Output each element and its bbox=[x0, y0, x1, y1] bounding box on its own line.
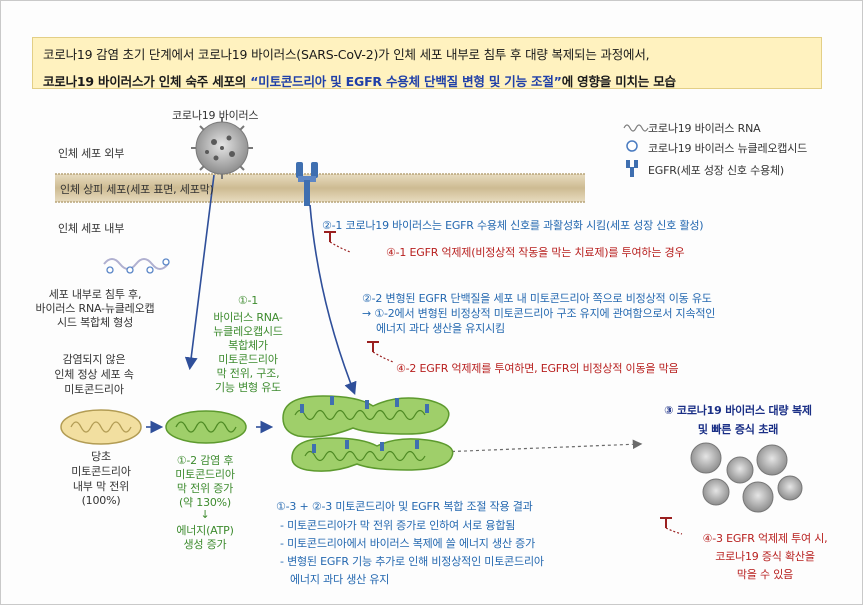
inhibitor-block-icon bbox=[660, 517, 683, 535]
step-2-2-a: ②-2 변형된 EGFR 단백질을 세포 내 미토콘드리아 쪽으로 비정상적 이… bbox=[362, 292, 712, 305]
green-1-1-g: 기능 변형 유도 bbox=[214, 381, 282, 394]
normal-line-3: 미토콘드리아 bbox=[64, 383, 124, 396]
mitochondria-icon bbox=[282, 395, 450, 438]
normal-line-2: 인체 정상 세포 속 bbox=[54, 368, 134, 381]
virus-label: 코로나19 바이러스 bbox=[172, 109, 259, 122]
rna-icon bbox=[623, 124, 649, 132]
result-3: - 변형된 EGFR 기능 추가로 인해 비정상적인 미토콘드리아 bbox=[280, 555, 544, 568]
sugar-line-1: 당초 bbox=[91, 450, 111, 463]
sugar-line-4: (100%) bbox=[81, 494, 121, 507]
header-highlight: “미토콘드리아 및 EGFR 수용체 단백질 변형 및 기능 조절” bbox=[250, 74, 562, 89]
normal-line-1: 감염되지 않은 bbox=[62, 353, 126, 366]
inhibitor-block-icon bbox=[324, 231, 351, 253]
green-1-1-c: 뉴클레오캡시드 bbox=[213, 325, 283, 338]
green-1-1-f: 막 전위, 구조, bbox=[216, 367, 280, 380]
step-2-2-c: 에너지 과다 생산을 유지시킴 bbox=[376, 322, 505, 335]
header-line-2: 코로나19 바이러스가 인체 숙주 세포의 “미토콘드리아 및 EGFR 수용체… bbox=[43, 71, 811, 90]
sugar-line-3: 내부 막 전위 bbox=[72, 480, 130, 493]
green-1-1-e: 미토콘드리아 bbox=[218, 353, 278, 366]
virus-icon bbox=[777, 475, 803, 501]
mitochondria-icon bbox=[60, 409, 142, 445]
cell-membrane bbox=[55, 173, 585, 203]
result-2: - 미토콘드리아에서 바이러스 복제에 쓸 에너지 생산 증가 bbox=[280, 537, 536, 550]
virus-icon bbox=[726, 456, 754, 484]
step-4-3-line-1: ④-3 EGFR 억제제 투여 시, bbox=[702, 532, 828, 545]
green-1-2-a: ①-2 감염 후 bbox=[176, 454, 234, 467]
green-1-2-e: ↓ bbox=[200, 508, 210, 521]
green-1-1-a: ①-1 bbox=[237, 294, 259, 307]
green-1-2-b: 미토콘드리아 bbox=[175, 468, 235, 481]
zone-membrane: 인체 상피 세포(세포 표면, 세포막) bbox=[60, 183, 214, 196]
virus-icon bbox=[742, 481, 774, 513]
header-line-2-pre: 코로나19 바이러스가 인체 숙주 세포의 bbox=[43, 74, 251, 89]
step-3-line-1: ③ 코로나19 바이러스 대량 복제 bbox=[664, 404, 812, 417]
zone-inside: 인체 세포 내부 bbox=[58, 222, 125, 235]
entry-line-1: 세포 내부로 침투 후, bbox=[48, 288, 142, 301]
result-1: - 미토콘드리아가 막 전위 증가로 인하여 서로 융합됨 bbox=[280, 519, 516, 532]
sugar-line-2: 미토콘드리아 bbox=[71, 465, 131, 478]
header-line-2-post: 에 영향을 미치는 모습 bbox=[561, 74, 676, 89]
result-title: ①-3 + ②-3 미토콘드리아 및 EGFR 복합 조절 작용 결과 bbox=[276, 500, 533, 513]
entry-line-3: 시드 복합체 형성 bbox=[56, 316, 134, 329]
green-1-2-f: 에너지(ATP) bbox=[176, 524, 234, 537]
legend-rna: 코로나19 바이러스 RNA bbox=[648, 122, 761, 135]
green-1-2-d: (약 130%) bbox=[178, 496, 232, 509]
egfr-receptor-icon bbox=[626, 160, 638, 177]
egfr-move-arrow bbox=[309, 204, 357, 395]
result-4: 에너지 과다 생산 유지 bbox=[290, 573, 390, 586]
header-banner: 코로나19 감염 초기 단계에서 코로나19 바이러스(SARS-CoV-2)가… bbox=[32, 37, 822, 89]
mito-egfr-markers bbox=[300, 396, 429, 453]
legend-egfr: EGFR(세포 성장 신호 수용체) bbox=[648, 164, 784, 177]
green-1-1-d: 복합체가 bbox=[228, 339, 268, 352]
nucleocapsid-icon bbox=[626, 140, 638, 152]
step-4-2: ④-2 EGFR 억제제를 투여하면, EGFR의 비정상적 이동을 막음 bbox=[396, 362, 679, 375]
virus-icon bbox=[690, 442, 722, 474]
green-1-2-g: 생성 증가 bbox=[183, 538, 227, 551]
legend-capsid: 코로나19 바이러스 뉴클레오캡시드 bbox=[648, 142, 808, 155]
inhibitor-block-icon bbox=[367, 341, 394, 363]
step-4-1: ④-1 EGFR 억제제(비정상적 작동을 막는 치료제)를 투여하는 경우 bbox=[386, 246, 685, 259]
step-4-3-line-3: 막을 수 있음 bbox=[736, 568, 794, 581]
green-1-2-c: 막 전위 증가 bbox=[176, 482, 234, 495]
mitochondria-icon bbox=[291, 437, 454, 472]
entry-line-2: 바이러스 RNA-뉴클레오캡 bbox=[35, 302, 155, 315]
green-1-1-b: 바이러스 RNA- bbox=[213, 311, 283, 324]
step-3-line-2: 및 빠른 증식 초래 bbox=[697, 423, 779, 436]
step-2-2-b: → ①-2에서 변형된 비정상적 미토콘드리아 구조 유지에 관여함으로서 지속… bbox=[362, 307, 716, 320]
step-4-3-line-2: 코로나19 증식 확산을 bbox=[715, 550, 815, 563]
virus-icon bbox=[756, 444, 788, 476]
arrow-to-replication bbox=[439, 439, 643, 453]
rna-nucleocapsid-complex bbox=[103, 258, 170, 274]
entry-arrow bbox=[184, 174, 215, 371]
virus-icon bbox=[191, 117, 253, 179]
mitochondria-icon bbox=[165, 410, 247, 444]
zone-outside: 인체 세포 외부 bbox=[58, 147, 125, 160]
step-2-1: ②-1 코로나19 바이러스는 EGFR 수용체 신호를 과활성화 시킴(세포 … bbox=[322, 219, 704, 232]
header-line-1: 코로나19 감염 초기 단계에서 코로나19 바이러스(SARS-CoV-2)가… bbox=[43, 47, 650, 62]
virus-icon bbox=[702, 478, 730, 506]
egfr-receptor-icon bbox=[296, 162, 318, 206]
